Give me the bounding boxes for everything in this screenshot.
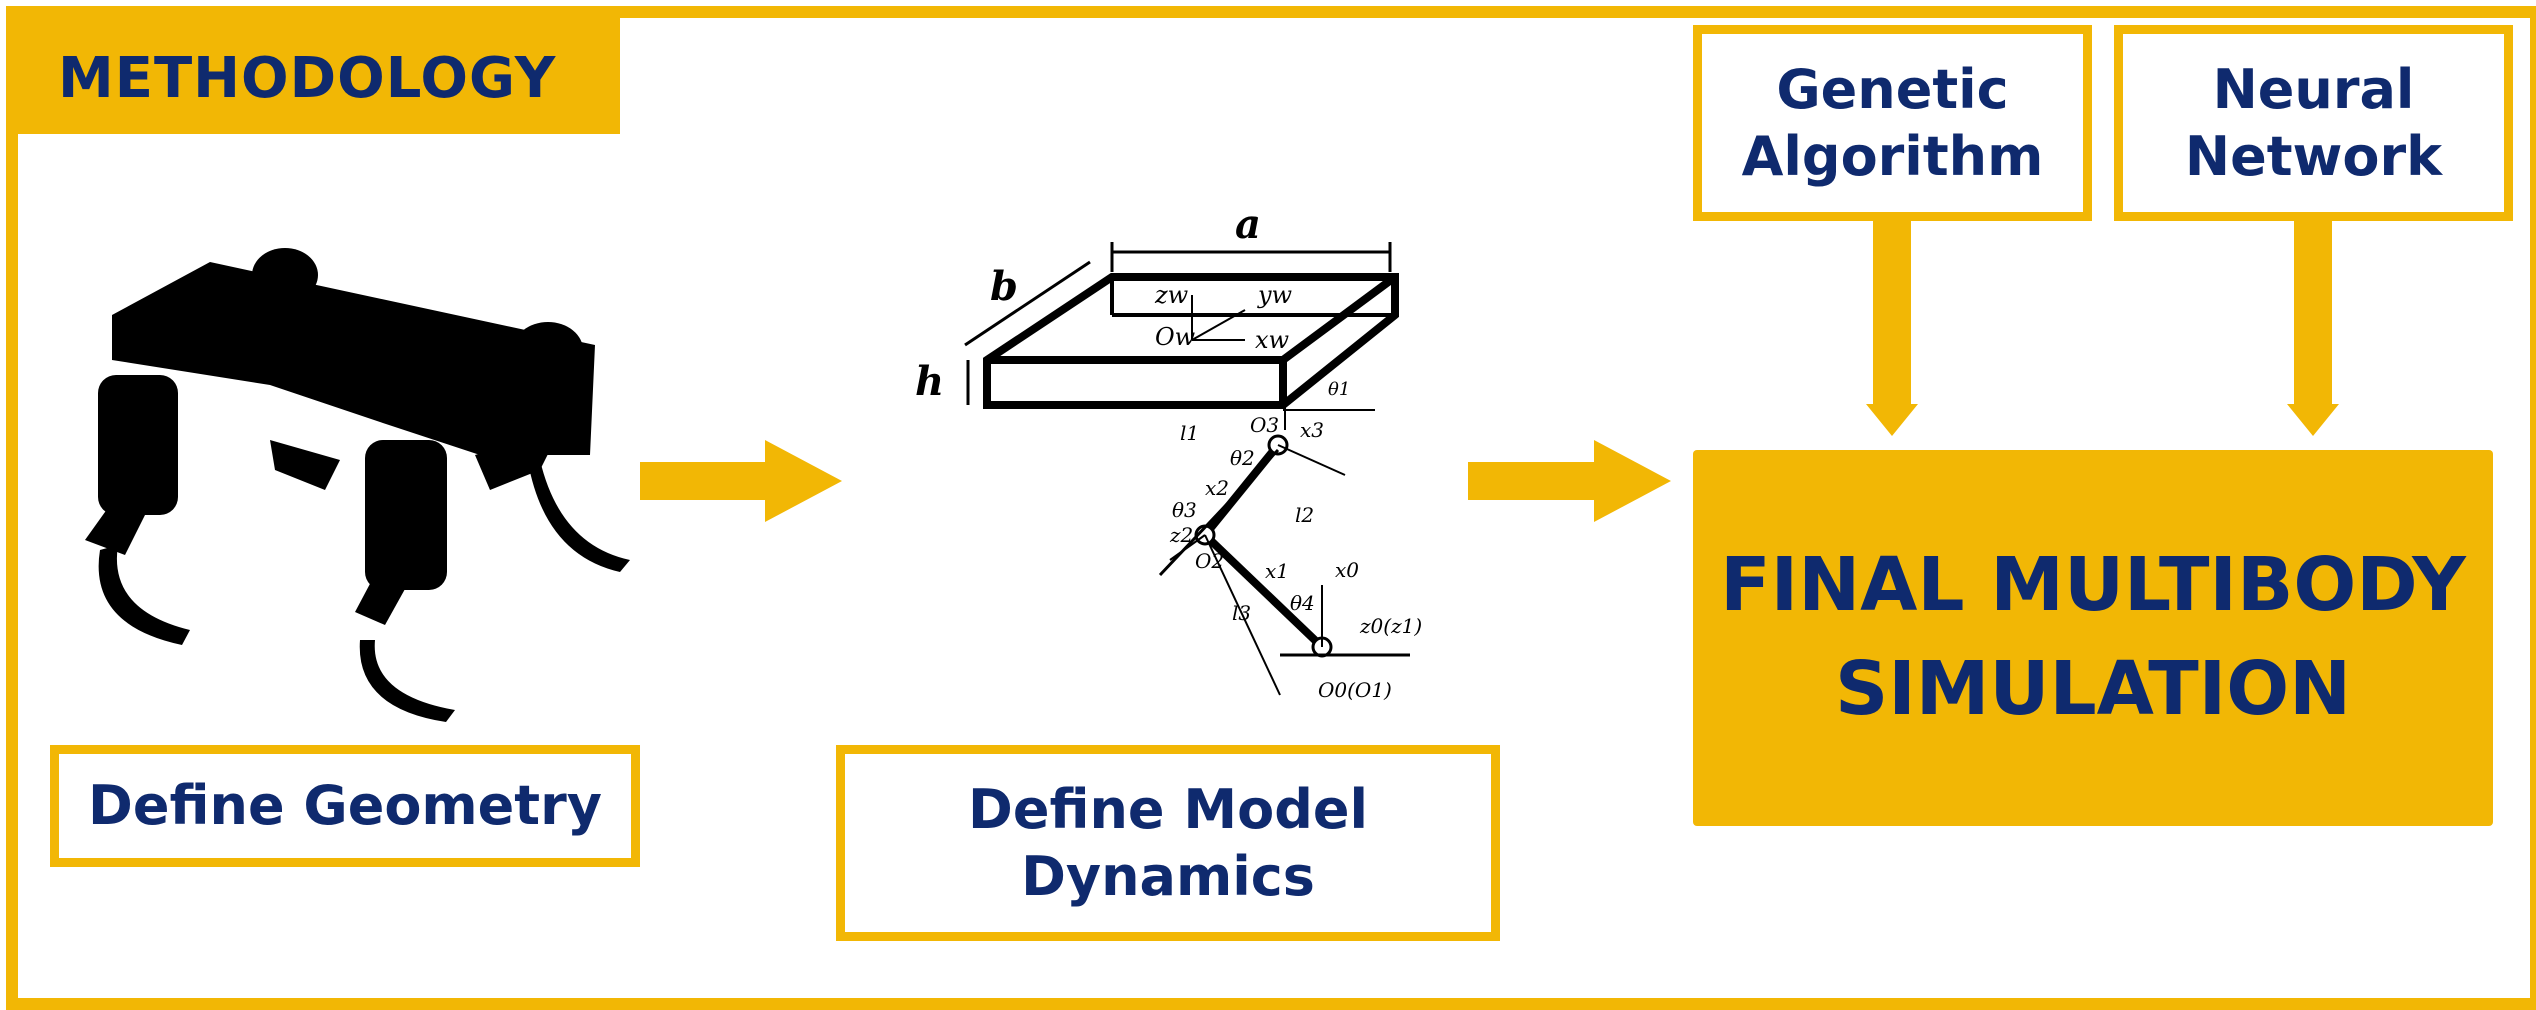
label-o0o1: O0(O1) [1318, 678, 1392, 702]
label-o3: O3 [1250, 413, 1279, 437]
define-geometry-label: Define Geometry [88, 774, 602, 838]
final-multibody-simulation-box: FINAL MULTIBODY SIMULATION [1693, 450, 2493, 826]
label-theta2: θ2 [1230, 446, 1255, 470]
arrow-geometry-to-dynamics [640, 440, 842, 522]
label-l3: l3 [1232, 601, 1251, 625]
label-theta3: θ3 [1172, 498, 1197, 522]
label-ow: Ow [1155, 323, 1196, 351]
dynamics-schematic [964, 242, 1410, 696]
define-model-dynamics-box: Define Model Dynamics [836, 745, 1500, 941]
label-o2: O2 [1195, 549, 1224, 573]
label-zw: zw [1154, 281, 1189, 309]
label-a: a [1235, 201, 1261, 248]
quadruped-robot-silhouette [85, 248, 630, 722]
define-model-dynamics-label: Define Model Dynamics [968, 777, 1368, 909]
define-geometry-box: Define Geometry [50, 745, 640, 867]
genetic-algorithm-box: Genetic Algorithm [1693, 25, 2092, 221]
label-x3: x3 [1300, 418, 1324, 442]
label-b: b [990, 263, 1018, 310]
label-l1: l1 [1180, 421, 1199, 445]
label-l2: l2 [1295, 503, 1314, 527]
label-xw: xw [1255, 326, 1290, 354]
final-multibody-simulation-label: FINAL MULTIBODY SIMULATION [1720, 542, 2466, 732]
label-z0z1: z0(z1) [1359, 614, 1422, 638]
label-theta1: θ1 [1328, 379, 1350, 400]
label-yw: yw [1257, 281, 1293, 309]
methodology-title: METHODOLOGY [58, 46, 557, 111]
dynamics-schematic-labels: a b h zw yw Ow xw θ1 l1 O3 x3 θ2 x2 l2 θ… [915, 201, 1422, 702]
label-h: h [915, 358, 944, 405]
methodology-tab: METHODOLOGY [18, 18, 620, 134]
arrow-genetic-to-final [1866, 221, 1918, 436]
genetic-algorithm-label: Genetic Algorithm [1741, 57, 2044, 189]
label-z2: z2 [1169, 523, 1193, 547]
arrow-neural-to-final [2287, 221, 2339, 436]
neural-network-box: Neural Network [2114, 25, 2513, 221]
label-x1: x1 [1265, 559, 1289, 583]
label-x0: x0 [1335, 558, 1359, 582]
label-theta4: θ4 [1290, 591, 1315, 615]
neural-network-label: Neural Network [2184, 57, 2443, 189]
label-x2: x2 [1205, 476, 1229, 500]
arrow-dynamics-to-final [1468, 440, 1671, 522]
